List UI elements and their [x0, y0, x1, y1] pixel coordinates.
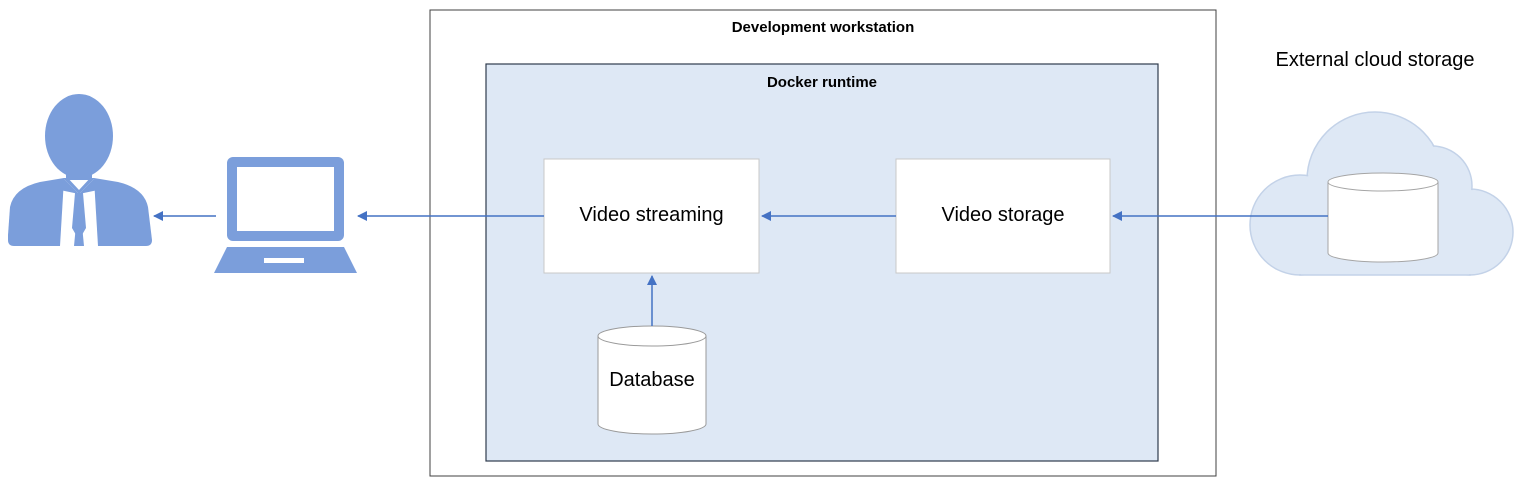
laptop-icon [214, 157, 357, 273]
database-icon [597, 325, 707, 435]
video-storage-box [895, 158, 1111, 274]
database-label: Database [609, 369, 695, 391]
cloud-storage-label: External cloud storage [1275, 49, 1475, 71]
docker-runtime-title: Docker runtime [766, 74, 878, 91]
user-icon [8, 94, 152, 246]
workstation-title: Development workstation [731, 19, 915, 36]
cloud-storage-icon [1249, 111, 1514, 276]
video-storage-label: Video storage [941, 204, 1065, 226]
video-streaming-box [543, 158, 760, 274]
video-streaming-label: Video streaming [579, 204, 724, 226]
